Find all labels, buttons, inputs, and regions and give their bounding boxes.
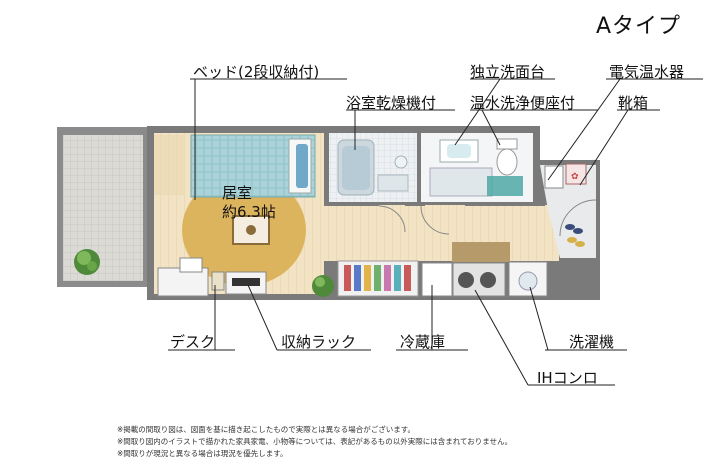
balcony bbox=[57, 127, 147, 287]
bed-icon bbox=[190, 134, 316, 198]
label-wash-basin: 独立洗面台 bbox=[470, 63, 546, 81]
leader-lines bbox=[168, 78, 703, 386]
toilet-icon bbox=[487, 138, 523, 196]
room-name: 居室 bbox=[222, 184, 253, 202]
svg-text:✿: ✿ bbox=[571, 172, 579, 182]
label-storage-rack: 収納ラック bbox=[281, 333, 357, 351]
label-ih-stove: IHコンロ bbox=[537, 369, 598, 387]
label-washer: 洗濯機 bbox=[569, 333, 615, 351]
plant-icon bbox=[74, 249, 100, 275]
label-fridge: 冷蔵庫 bbox=[400, 333, 446, 351]
note-2: ※間取り図内のイラストで描かれた家具家電、小物等については、表記があるもの以外実… bbox=[117, 437, 513, 446]
label-toilet: 温水洗浄便座付 bbox=[470, 94, 576, 112]
fridge-icon bbox=[421, 262, 453, 297]
storage-rack-items bbox=[344, 265, 411, 291]
label-desk: デスク bbox=[170, 333, 216, 351]
houseplant-icon bbox=[312, 275, 334, 297]
type-title: Aタイプ bbox=[596, 14, 682, 39]
label-shoe-box: 靴箱 bbox=[618, 94, 649, 112]
shoes-icon bbox=[565, 224, 585, 247]
room-size: 約6.3帖 bbox=[222, 203, 276, 221]
note-3: ※間取りが現況と異なる場合は現況を優先します。 bbox=[117, 449, 288, 458]
note-1: ※掲載の間取り図は、図面を基に描き起こしたもので実際とは異なる場合がございます。 bbox=[117, 425, 416, 434]
rack-icon bbox=[225, 271, 267, 295]
label-bath-dryer: 浴室乾燥機付 bbox=[346, 94, 437, 112]
room-label: 居室 約6.3帖 bbox=[222, 184, 276, 222]
label-bed: ベッド(2段収納付) bbox=[193, 63, 320, 81]
label-water-heater: 電気温水器 bbox=[609, 63, 685, 81]
